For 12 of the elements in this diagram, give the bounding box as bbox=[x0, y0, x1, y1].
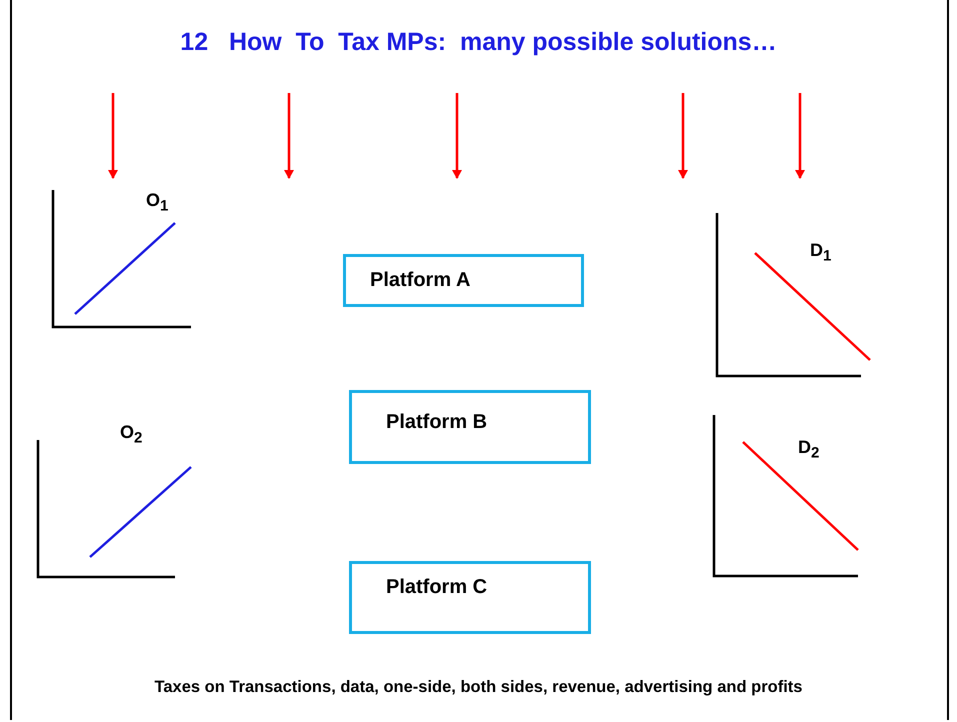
curve-label: D$_{1}$ bbox=[810, 240, 832, 265]
curve-label: O$_{2}$ bbox=[120, 422, 142, 447]
platform-box bbox=[349, 390, 591, 464]
curve-label: D$_{2}$ bbox=[798, 437, 820, 462]
platform-box bbox=[343, 254, 584, 307]
box-label: Platform A bbox=[370, 269, 470, 292]
slide-caption: Taxes on Transactions, data, one-side, both sides, revenue, advertising and profits bbox=[154, 678, 804, 697]
slide-title: 12 How To Tax MPs: many possible solutions… bbox=[179, 28, 778, 57]
platform-box bbox=[349, 561, 591, 634]
box-label: Platform B bbox=[386, 411, 488, 434]
box-label: Platform C bbox=[386, 576, 488, 599]
curve-label: O$_{1}$ bbox=[146, 190, 168, 215]
